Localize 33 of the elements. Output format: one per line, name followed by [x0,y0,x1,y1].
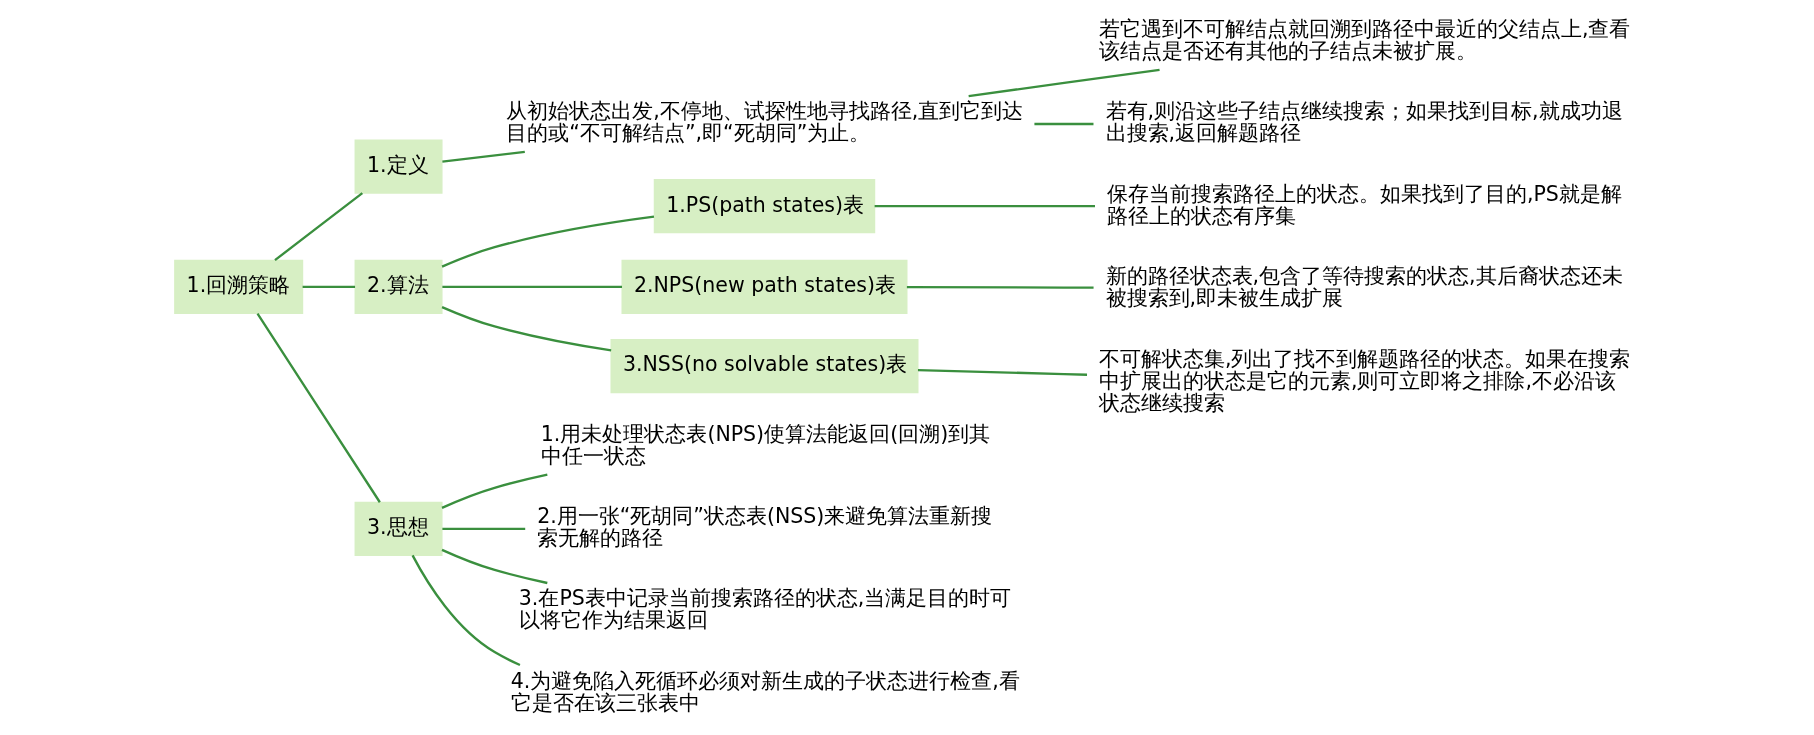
node-text: 不可解状态集,列出了找不到解题路径的状态。如果在搜索中扩展出的状态是它的元素,则可立即将之排除,不必沿该状态继续搜索 [1098,346,1630,415]
connector [273,192,363,262]
connector [874,205,1095,208]
connector [256,313,381,503]
node-box: 1.PS(path states)表 [653,179,875,234]
connector [441,150,525,163]
node-text: 从初始状态出发,不停地、试探性地寻找路径,直到它到达目的或“不可解结点”,即“死胡同”为止。 [505,99,1023,146]
node-box: 3.NSS(no solvable states)表 [610,338,918,394]
node-box: 2.NPS(new path states)表 [621,259,907,314]
connector [1033,122,1093,126]
node-text: 2.用一张“死胡同”状态表(NSS)来避免算法重新搜索无解的路径 [536,504,992,551]
node-box: 1.定义 [354,139,443,194]
node-text: 若它遇到不可解结点就回溯到路径中最近的父结点上,查看该结点是否还有其他的子结点未被扩展。 [1098,17,1630,64]
connector [968,68,1160,98]
connector [441,306,611,352]
node-text: 4.为避免陷入死循环必须对新生成的子状态进行检查,看它是否在该三张表中 [510,668,1020,715]
node-text: 3.在PS表中记录当前搜索路径的状态,当满足目的时可以将它作为结果返回 [518,586,1011,633]
connector [411,554,520,667]
connector [906,286,1094,289]
node-text: 若有,则沿这些子结点继续搜索；如果找到目标,就成功退出搜索,返回解题路径 [1105,99,1623,146]
node-text: 新的路径状态表,包含了等待搜索的状态,其后裔状态还未被搜索到,即未被生成扩展 [1105,263,1623,310]
connector [441,548,548,585]
node-box: 3.思想 [354,501,443,556]
node-text: 保存当前搜索路径上的状态。如果找到了目的,PS就是解路径上的状态有序集 [1106,181,1622,228]
connector [441,285,622,288]
connector [441,215,654,268]
connector [302,285,355,288]
connector [441,473,548,509]
node-box: 2.算法 [354,259,443,314]
connector [441,527,525,530]
node-text: 1.用未处理状态表(NPS)使算法能返回(回溯)到其中任一状态 [540,422,990,469]
connector [917,368,1087,376]
node-box: 1.回溯策略 [173,259,303,314]
